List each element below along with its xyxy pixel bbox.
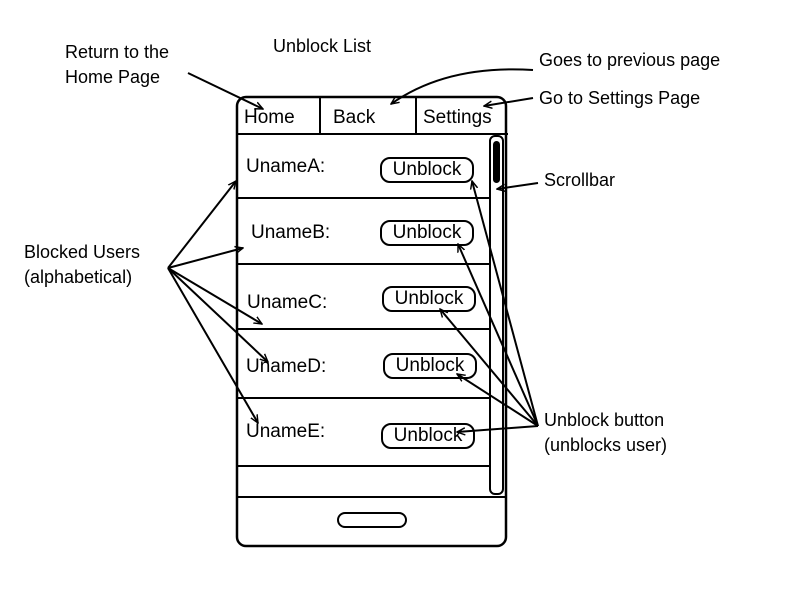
unblock-arrow-a: [472, 181, 539, 427]
home-pill-button[interactable]: [337, 512, 407, 528]
unblock-button[interactable]: Unblock: [380, 220, 474, 246]
blocked-arrow-e: [167, 267, 258, 423]
unblock-arrow-c: [440, 309, 539, 427]
unblock-arrow-e: [457, 425, 539, 432]
unblock-arrow-d: [457, 374, 539, 427]
row-divider: [238, 263, 489, 265]
nav-settings-button[interactable]: Settings: [423, 107, 492, 128]
scrollbar-note: Scrollbar: [544, 170, 616, 190]
blocked-arrow-d: [167, 267, 268, 362]
nav-back-button[interactable]: Back: [333, 107, 376, 128]
row-divider: [238, 397, 489, 399]
blocked-arrow-a: [167, 181, 236, 269]
back-arrow: [391, 68, 534, 104]
home-note-line1: Return to the: [65, 42, 170, 62]
unblock-note-line1: Unblock button: [544, 410, 665, 430]
scrollbar-arrow: [497, 182, 539, 189]
row-divider: [238, 197, 489, 199]
settings-note: Go to Settings Page: [539, 88, 701, 108]
home-note-line2: Home Page: [65, 67, 161, 87]
scrollbar-thumb[interactable]: [493, 141, 500, 183]
unblock-button[interactable]: Unblock: [380, 157, 474, 183]
user-name: UnameB:: [251, 222, 331, 243]
blocked-arrow-b: [167, 248, 243, 269]
nav-home-button[interactable]: Home: [244, 107, 295, 128]
back-note: Goes to previous page: [539, 50, 721, 70]
row-divider: [238, 465, 489, 467]
unblock-note-line2: (unblocks user): [544, 435, 668, 455]
unblock-arrow-b: [457, 244, 539, 427]
user-name: UnameC:: [247, 292, 328, 313]
row-divider: [238, 328, 489, 330]
blocked-note-line1: Blocked Users: [24, 242, 141, 262]
home-arrow: [187, 72, 263, 110]
page-title: Unblock List: [273, 36, 372, 56]
blocked-note-line2: (alphabetical): [24, 267, 133, 287]
unblock-button[interactable]: Unblock: [382, 286, 476, 312]
user-name: UnameA:: [246, 156, 326, 177]
unblock-button[interactable]: Unblock: [381, 423, 475, 449]
user-name: UnameE:: [246, 421, 326, 442]
settings-arrow: [484, 97, 534, 106]
blocked-arrow-c: [167, 267, 262, 324]
